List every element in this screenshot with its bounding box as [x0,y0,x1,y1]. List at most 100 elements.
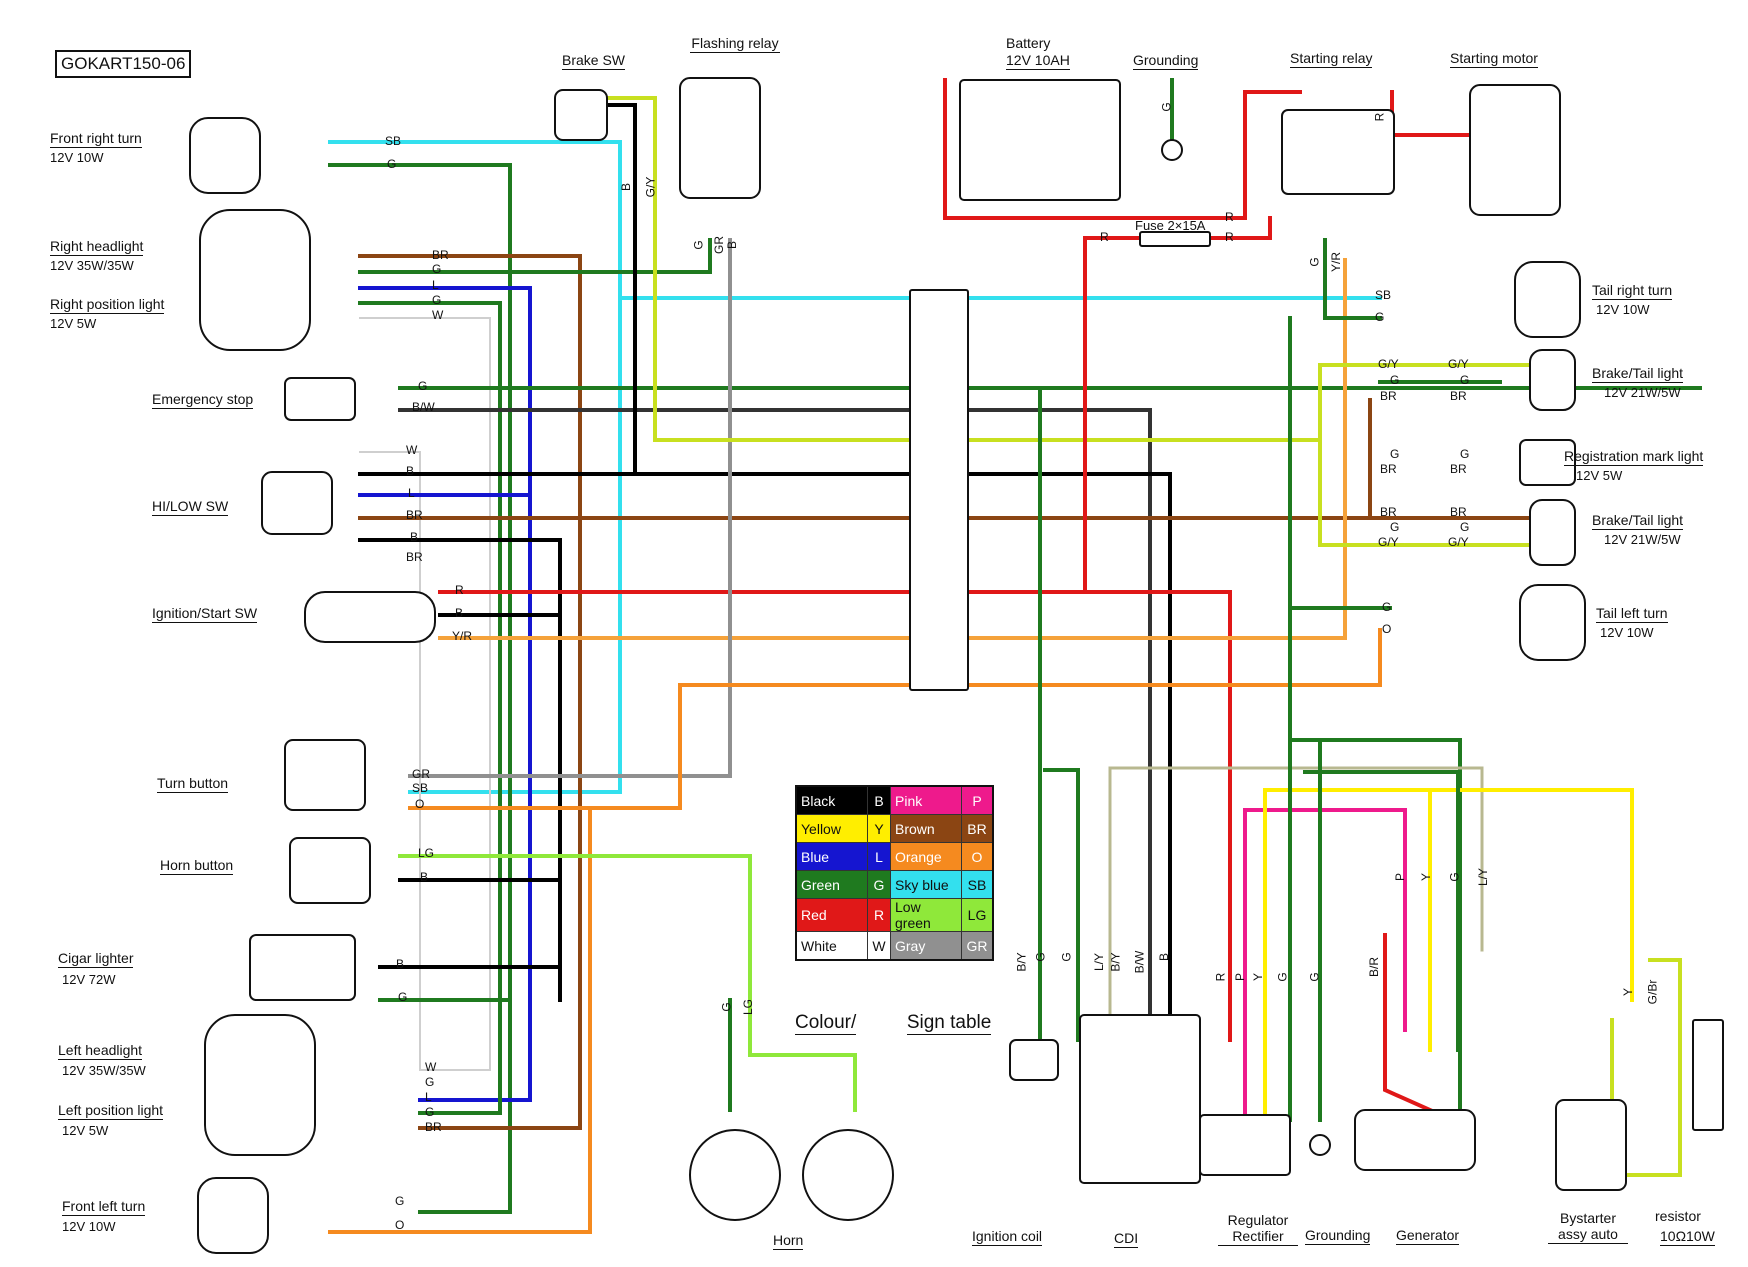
front-left-turn-spec: 12V 10W [62,1219,116,1234]
wire-g-front-right-turn [328,163,512,1214]
wl-y-3: Y [1621,987,1636,997]
horn-button-label: Horn button [160,857,234,875]
colour-name-y: Yellow [795,814,868,843]
wl-p-2: P [1393,872,1408,882]
wire-r-motor [1390,90,1472,137]
brake-tail-light-2-label: Brake/Tail light [1592,512,1684,530]
colour-name-lg: Low green [890,898,962,932]
front-left-turn-lamp [197,1177,269,1254]
brake-tail-light-1-spec: 12V 21W/5W [1604,385,1681,400]
tail-right-turn-lamp [1514,261,1581,338]
emergency-stop-switch [284,377,356,421]
wl-g-12: G [1375,310,1385,324]
wl-b-1: B [406,464,415,478]
bystarter-label: Bystarter assy auto [1548,1210,1628,1244]
wire-b-brake-sw [598,103,637,472]
wl-yr-2: Y/R [1329,251,1344,273]
colour-code-o: O [961,842,994,871]
wire-w-hilow [359,451,421,1071]
colour-name-p: Pink [890,785,962,815]
hi-low-sw-label: HI/LOW SW [152,498,229,516]
wl-gbr-1: G/Br [1645,979,1660,1005]
right-position-light-spec: 12V 5W [50,316,97,331]
colour-table-title: Colour/ Sign table [795,1012,992,1035]
right-headlight-housing [199,209,311,351]
wl-g-15: G [1390,447,1400,461]
colour-code-b: B [867,785,891,815]
wl-br-5: BR [1380,389,1397,403]
wire-br-rear [1368,398,1562,520]
tail-left-turn-lamp [1519,584,1586,661]
wl-g-4: G [418,379,428,393]
registration-light-lamp [1519,439,1576,486]
wl-br-2: BR [406,508,423,522]
colour-name-sb: Sky blue [890,870,962,899]
starting-relay-label: Starting relay [1290,50,1373,68]
wl-g-2: G [432,262,442,276]
horn-1 [689,1129,781,1221]
wl-g-16: G [1460,447,1470,461]
colour-code-br: BR [961,814,994,843]
wl-sb-2: SB [412,781,429,795]
grounding-top-symbol [1161,139,1183,161]
wl-b-7: B [725,240,740,250]
wl-o-3: O [1382,622,1392,636]
colour-name-br: Brown [890,814,962,843]
wl-l-2: L [408,486,415,500]
wl-g-7: G [425,1105,435,1119]
wl-bw-1: B/W [412,400,435,414]
wl-ly-1: L/Y [1092,952,1107,972]
wire-gr-turn-button [408,238,732,778]
wl-r-1: R [455,583,464,597]
brake-tail-light-1-label: Brake/Tail light [1592,365,1684,383]
horn-button-switch [289,837,371,904]
wire-b-hilow [358,472,1172,1047]
starting-motor-label: Starting motor [1450,50,1538,68]
wl-gy-1: G/Y [643,176,658,198]
flashing-relay-body [679,77,761,199]
cigar-lighter-spec: 12V 72W [62,972,116,987]
wl-gy-3: G/Y [1448,357,1469,371]
wl-g-6: G [425,1075,435,1089]
wire-bre-gen [1383,933,1433,1113]
wl-ly-2: L/Y [1476,867,1491,887]
wire-r-ignition [438,590,1232,1042]
wl-by-2: B/Y [1108,952,1123,972]
regulator-rectifier-label: Regulator Rectifier [1218,1212,1298,1246]
wl-b-8: B [1157,952,1172,962]
wl-yr-1: Y/R [452,629,473,643]
wl-g-5: G [398,990,408,1004]
wire-y-reg [1263,788,1634,1122]
colour-code-p: P [961,785,994,815]
battery-body [959,79,1121,201]
wire-o-turn-button [408,628,1382,810]
colour-code-w: W [867,931,891,961]
front-right-turn-label: Front right turn [50,130,142,148]
wl-g-9: G [691,240,706,250]
ignition-switch [304,591,436,643]
wire-lg-horn [398,854,857,1112]
wl-bw-2: B/W [1132,950,1147,974]
wire-sb-turn-button [408,296,622,794]
grounding-bottom-symbol [1309,1134,1331,1156]
wl-g-25: G [719,1002,734,1012]
wl-gr-1: GR [412,767,430,781]
wl-g-20: G [1033,952,1048,962]
left-headlight-spec: 12V 35W/35W [62,1063,146,1078]
wl-r-3: R [1100,230,1109,244]
starting-motor-body [1469,84,1561,216]
wl-r-4: R [1225,230,1234,244]
wl-g-24: G [1447,872,1462,882]
left-position-light-spec: 12V 5W [62,1123,109,1138]
wl-l-1: L [432,278,439,292]
tail-right-turn-spec: 12V 10W [1596,302,1650,317]
wire-bw-emergency [398,408,1152,1047]
wl-g-1: G [387,157,397,171]
wl-g-18: G [1460,520,1470,534]
colour-name-b: Black [795,785,868,815]
cdi-label: CDI [1114,1230,1139,1248]
brake-sw-label: Brake SW [562,52,626,70]
cdi-body [1079,1014,1201,1184]
